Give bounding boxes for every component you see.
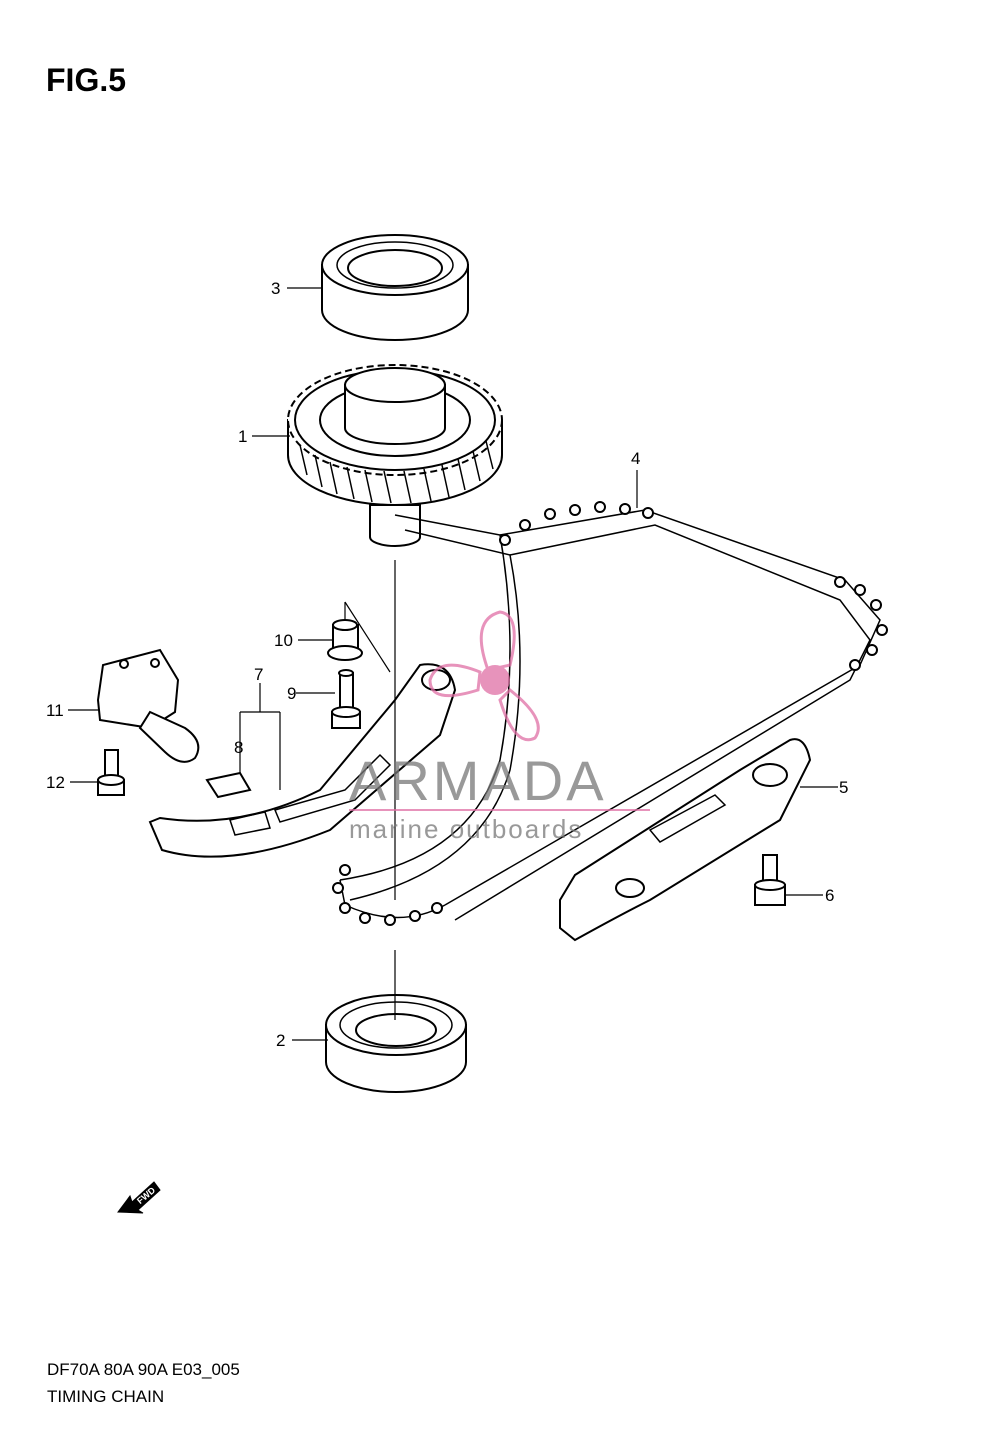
tensioner-bolt [97, 749, 125, 796]
crank-gear [287, 364, 503, 547]
watermark-brand: ARMADA [349, 749, 607, 812]
sleeve-bolt [327, 619, 363, 661]
propeller-logo-icon [428, 610, 540, 742]
fwd-arrow-icon: FWD [117, 1181, 161, 1214]
timing-chain [332, 501, 888, 926]
upper-bearing [321, 234, 469, 341]
diagram-name: TIMING CHAIN [47, 1387, 165, 1406]
guide-bolt-right [754, 854, 786, 906]
chain-tensioner [96, 648, 200, 763]
callout-4: 4 [631, 449, 640, 468]
callout-11: 11 [46, 701, 64, 720]
callout-12: 12 [46, 773, 65, 792]
callout-6: 6 [825, 886, 834, 905]
leader-lines [68, 287, 838, 1041]
callout-1: 1 [238, 427, 247, 446]
figure-title: FIG.5 [46, 62, 127, 98]
callout-10: 10 [274, 631, 293, 650]
callout-5: 5 [839, 778, 848, 797]
guide-bolt [331, 669, 361, 729]
armada-watermark: ARMADA marine outboards [349, 610, 650, 844]
callout-7: 7 [254, 665, 263, 684]
chain-guide-left [148, 663, 457, 858]
guide-bracket [205, 771, 252, 799]
callout-8: 8 [234, 738, 243, 757]
callout-2: 2 [276, 1031, 285, 1050]
callout-9: 9 [287, 684, 296, 703]
watermark-tagline: marine outboards [349, 814, 583, 844]
model-code: DF70A 80A 90A E03_005 [47, 1360, 240, 1379]
chain-guide-right [559, 738, 812, 942]
lower-bearing [325, 994, 467, 1093]
callout-3: 3 [271, 279, 280, 298]
